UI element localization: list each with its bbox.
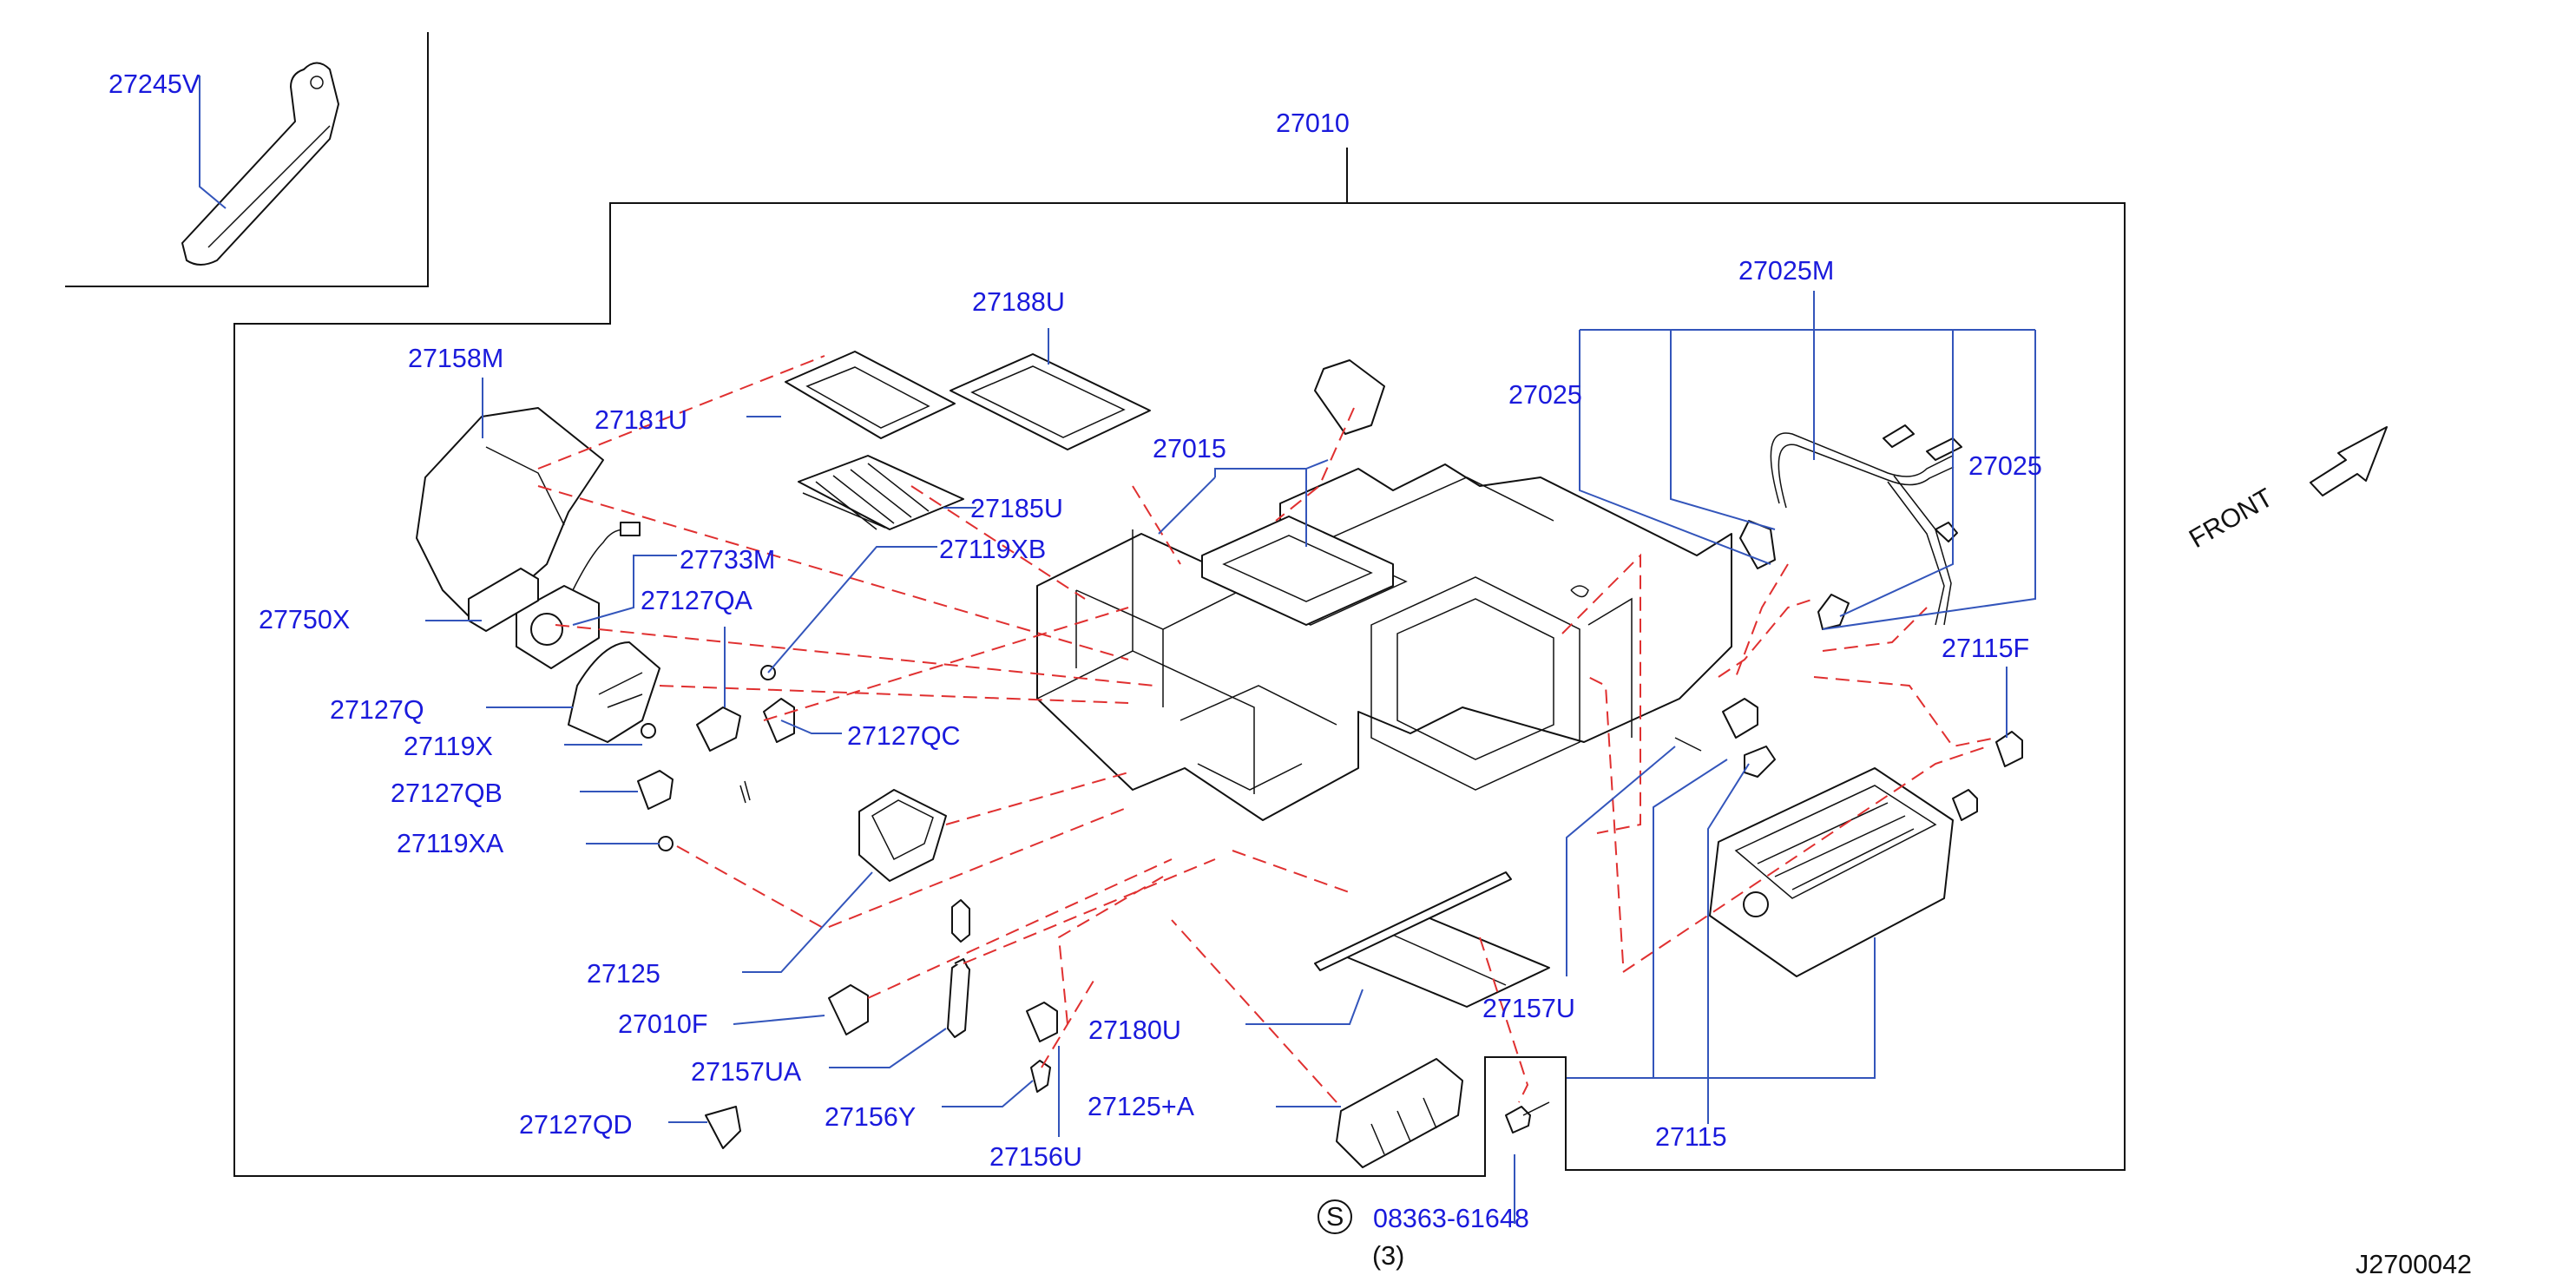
bolt-quantity: (3) xyxy=(1372,1241,1404,1271)
label-27115F: 27115F xyxy=(1942,634,2029,663)
label-27127QB: 27127QB xyxy=(391,779,503,808)
label-27156U: 27156U xyxy=(989,1142,1082,1172)
label-27733M: 27733M xyxy=(680,545,775,575)
label-27181U: 27181U xyxy=(595,405,687,435)
label-27125A: 27125+A xyxy=(1088,1092,1195,1121)
label-27127QD: 27127QD xyxy=(519,1110,633,1140)
label-27125: 27125 xyxy=(587,959,660,989)
label-27119X: 27119X xyxy=(404,732,493,761)
front-label: FRONT xyxy=(2185,483,2278,554)
label-27119XB: 27119XB xyxy=(939,535,1046,564)
bolt-s-symbol-circle xyxy=(1318,1199,1352,1234)
label-27180U: 27180U xyxy=(1088,1015,1181,1045)
label-27025-right: 27025 xyxy=(1968,451,2042,481)
label-27010F: 27010F xyxy=(618,1009,707,1039)
label-27127QA: 27127QA xyxy=(641,586,753,615)
label-27750X: 27750X xyxy=(259,605,350,634)
label-27127QC: 27127QC xyxy=(847,721,961,751)
label-27157UA: 27157UA xyxy=(691,1057,802,1087)
label-27158M: 27158M xyxy=(408,344,503,373)
label-27015: 27015 xyxy=(1153,434,1226,463)
part-labels: 27245V 27010 27158M 27181U 27188U 27185U… xyxy=(108,69,2042,1172)
label-27025M: 27025M xyxy=(1738,256,1834,286)
label-27025-left: 27025 xyxy=(1508,380,1582,410)
label-27185U: 27185U xyxy=(970,494,1063,523)
diagram-id: J2700042 xyxy=(2356,1250,2472,1279)
label-27119XA: 27119XA xyxy=(397,829,504,858)
label-27245V: 27245V xyxy=(108,69,200,99)
label-27156Y: 27156Y xyxy=(825,1102,916,1132)
front-arrow-icon xyxy=(2310,426,2388,496)
bolt-callout: S 08363-61648 (3) xyxy=(1318,1199,1529,1271)
bolt-number: 08363-61648 xyxy=(1373,1204,1529,1233)
bracket-27245V-drawing xyxy=(181,62,339,266)
label-27127Q: 27127Q xyxy=(330,695,424,725)
label-27115: 27115 xyxy=(1655,1122,1727,1152)
leader-lines xyxy=(199,76,2036,1224)
assembly-dashed-lines xyxy=(537,355,1997,1103)
bolt-s-symbol: S xyxy=(1326,1202,1344,1232)
frame-lines xyxy=(65,32,2126,1177)
part-drawings xyxy=(181,62,2023,1168)
label-27188U: 27188U xyxy=(972,287,1065,317)
label-27157U: 27157U xyxy=(1482,994,1575,1023)
label-27010: 27010 xyxy=(1276,108,1350,138)
